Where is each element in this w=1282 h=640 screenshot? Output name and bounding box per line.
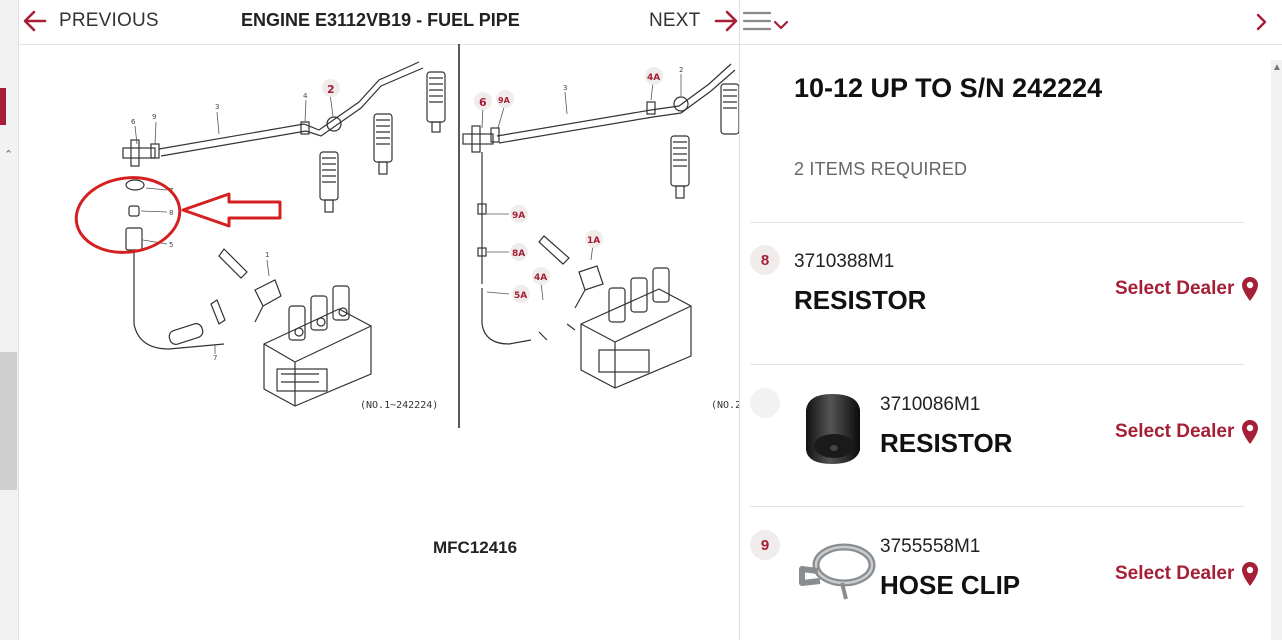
part-name: HOSE CLIP [880, 570, 1021, 600]
parts-list-pane: ▲ 10-12 UP TO S/N 242224 2 ITEMS REQUIRE… [739, 0, 1282, 640]
next-label: NEXT [649, 10, 701, 31]
callout-7b[interactable]: 7 [213, 354, 217, 362]
callout-4a-lower[interactable]: 4A [534, 273, 547, 283]
chevron-down-icon [773, 20, 789, 30]
items-required-text: 2 ITEMS REQUIRED [794, 159, 968, 179]
map-pin-icon [1242, 420, 1259, 444]
resistor-image [806, 394, 860, 464]
scroll-up-arrow-icon[interactable]: ⌃ [4, 149, 14, 161]
annotation-arrow [181, 192, 282, 228]
ref-badge[interactable]: 9 [750, 530, 780, 560]
select-dealer-button[interactable]: Select Dealer [1115, 276, 1259, 302]
callout-2[interactable]: 2 [327, 83, 335, 96]
previous-label: PREVIOUS [59, 10, 159, 31]
chevron-right-icon[interactable] [1255, 12, 1269, 32]
hose-clip-image [799, 543, 876, 600]
callout-8[interactable]: 8 [169, 209, 173, 217]
parts-scrollbar[interactable]: ▲ [1271, 60, 1282, 640]
previous-button[interactable]: PREVIOUS [23, 8, 159, 34]
callout-9a-lower[interactable]: 9A [512, 211, 525, 221]
select-dealer-button[interactable]: Select Dealer [1115, 419, 1259, 445]
serial-range-heading: 10-12 UP TO S/N 242224 [794, 73, 1103, 103]
next-button[interactable]: NEXT [649, 8, 738, 34]
divider [750, 506, 1244, 507]
callout-3[interactable]: 3 [215, 103, 219, 111]
page-title: ENGINE E3112VB19 - FUEL PIPE [241, 10, 520, 30]
diagram-nav-bar: PREVIOUS ENGINE E3112VB19 - FUEL PIPE NE… [19, 0, 739, 45]
map-pin-icon [1242, 277, 1259, 301]
callout-1[interactable]: 1 [265, 251, 269, 259]
select-dealer-label: Select Dealer [1115, 278, 1235, 299]
part-name: RESISTOR [880, 428, 1013, 458]
scrollbar-thumb[interactable] [0, 352, 17, 490]
callout-4a[interactable]: 4A [647, 73, 660, 83]
divider [750, 364, 1244, 365]
arrow-left-icon [23, 10, 47, 32]
callout-8a[interactable]: 8A [512, 249, 525, 259]
callout-5[interactable]: 5 [169, 241, 173, 249]
select-dealer-button[interactable]: Select Dealer [1115, 561, 1259, 587]
part-number: 3710388M1 [794, 251, 895, 272]
map-pin-icon [1242, 562, 1259, 586]
active-section-marker [0, 88, 6, 125]
callout-2-right[interactable]: 2 [679, 66, 683, 74]
part-number: 3755558M1 [880, 536, 981, 557]
parts-list-bar [740, 0, 1282, 45]
ref-badge[interactable]: 8 [750, 245, 780, 275]
menu-toggle-button[interactable] [742, 10, 790, 32]
left-scroll-gutter[interactable]: ⌃ [0, 0, 19, 640]
part-number: 3710086M1 [880, 394, 981, 415]
callout-6-right[interactable]: 6 [479, 96, 487, 109]
annotation-circle [74, 176, 182, 254]
select-dealer-label: Select Dealer [1115, 563, 1235, 584]
callout-5a[interactable]: 5A [514, 291, 527, 301]
callout-6[interactable]: 6 [131, 118, 136, 126]
diagram-pane: PREVIOUS ENGINE E3112VB19 - FUEL PIPE NE… [19, 0, 739, 640]
exploded-parts-diagram[interactable]: 6 9 3 4 7 8 5 1 7 3 2 2 6 9A 4A 9A 8A 1 [19, 44, 739, 444]
diagram-left-caption: (NO.1~242224) [360, 400, 438, 411]
part-name: RESISTOR [794, 285, 927, 315]
hamburger-menu-icon [742, 11, 772, 31]
scroll-up-icon[interactable]: ▲ [1272, 62, 1282, 73]
diagram-right-caption: (NO.2 [711, 400, 739, 411]
figure-code: MFC12416 [433, 538, 518, 557]
select-dealer-label: Select Dealer [1115, 421, 1235, 442]
callout-9[interactable]: 9 [152, 113, 156, 121]
callout-3-right[interactable]: 3 [563, 84, 567, 92]
callout-9a[interactable]: 9A [498, 96, 511, 105]
callout-1a[interactable]: 1A [587, 236, 600, 246]
ref-badge[interactable] [750, 388, 780, 418]
callout-4[interactable]: 4 [303, 92, 308, 100]
divider [750, 222, 1244, 223]
arrow-right-icon [715, 10, 738, 32]
